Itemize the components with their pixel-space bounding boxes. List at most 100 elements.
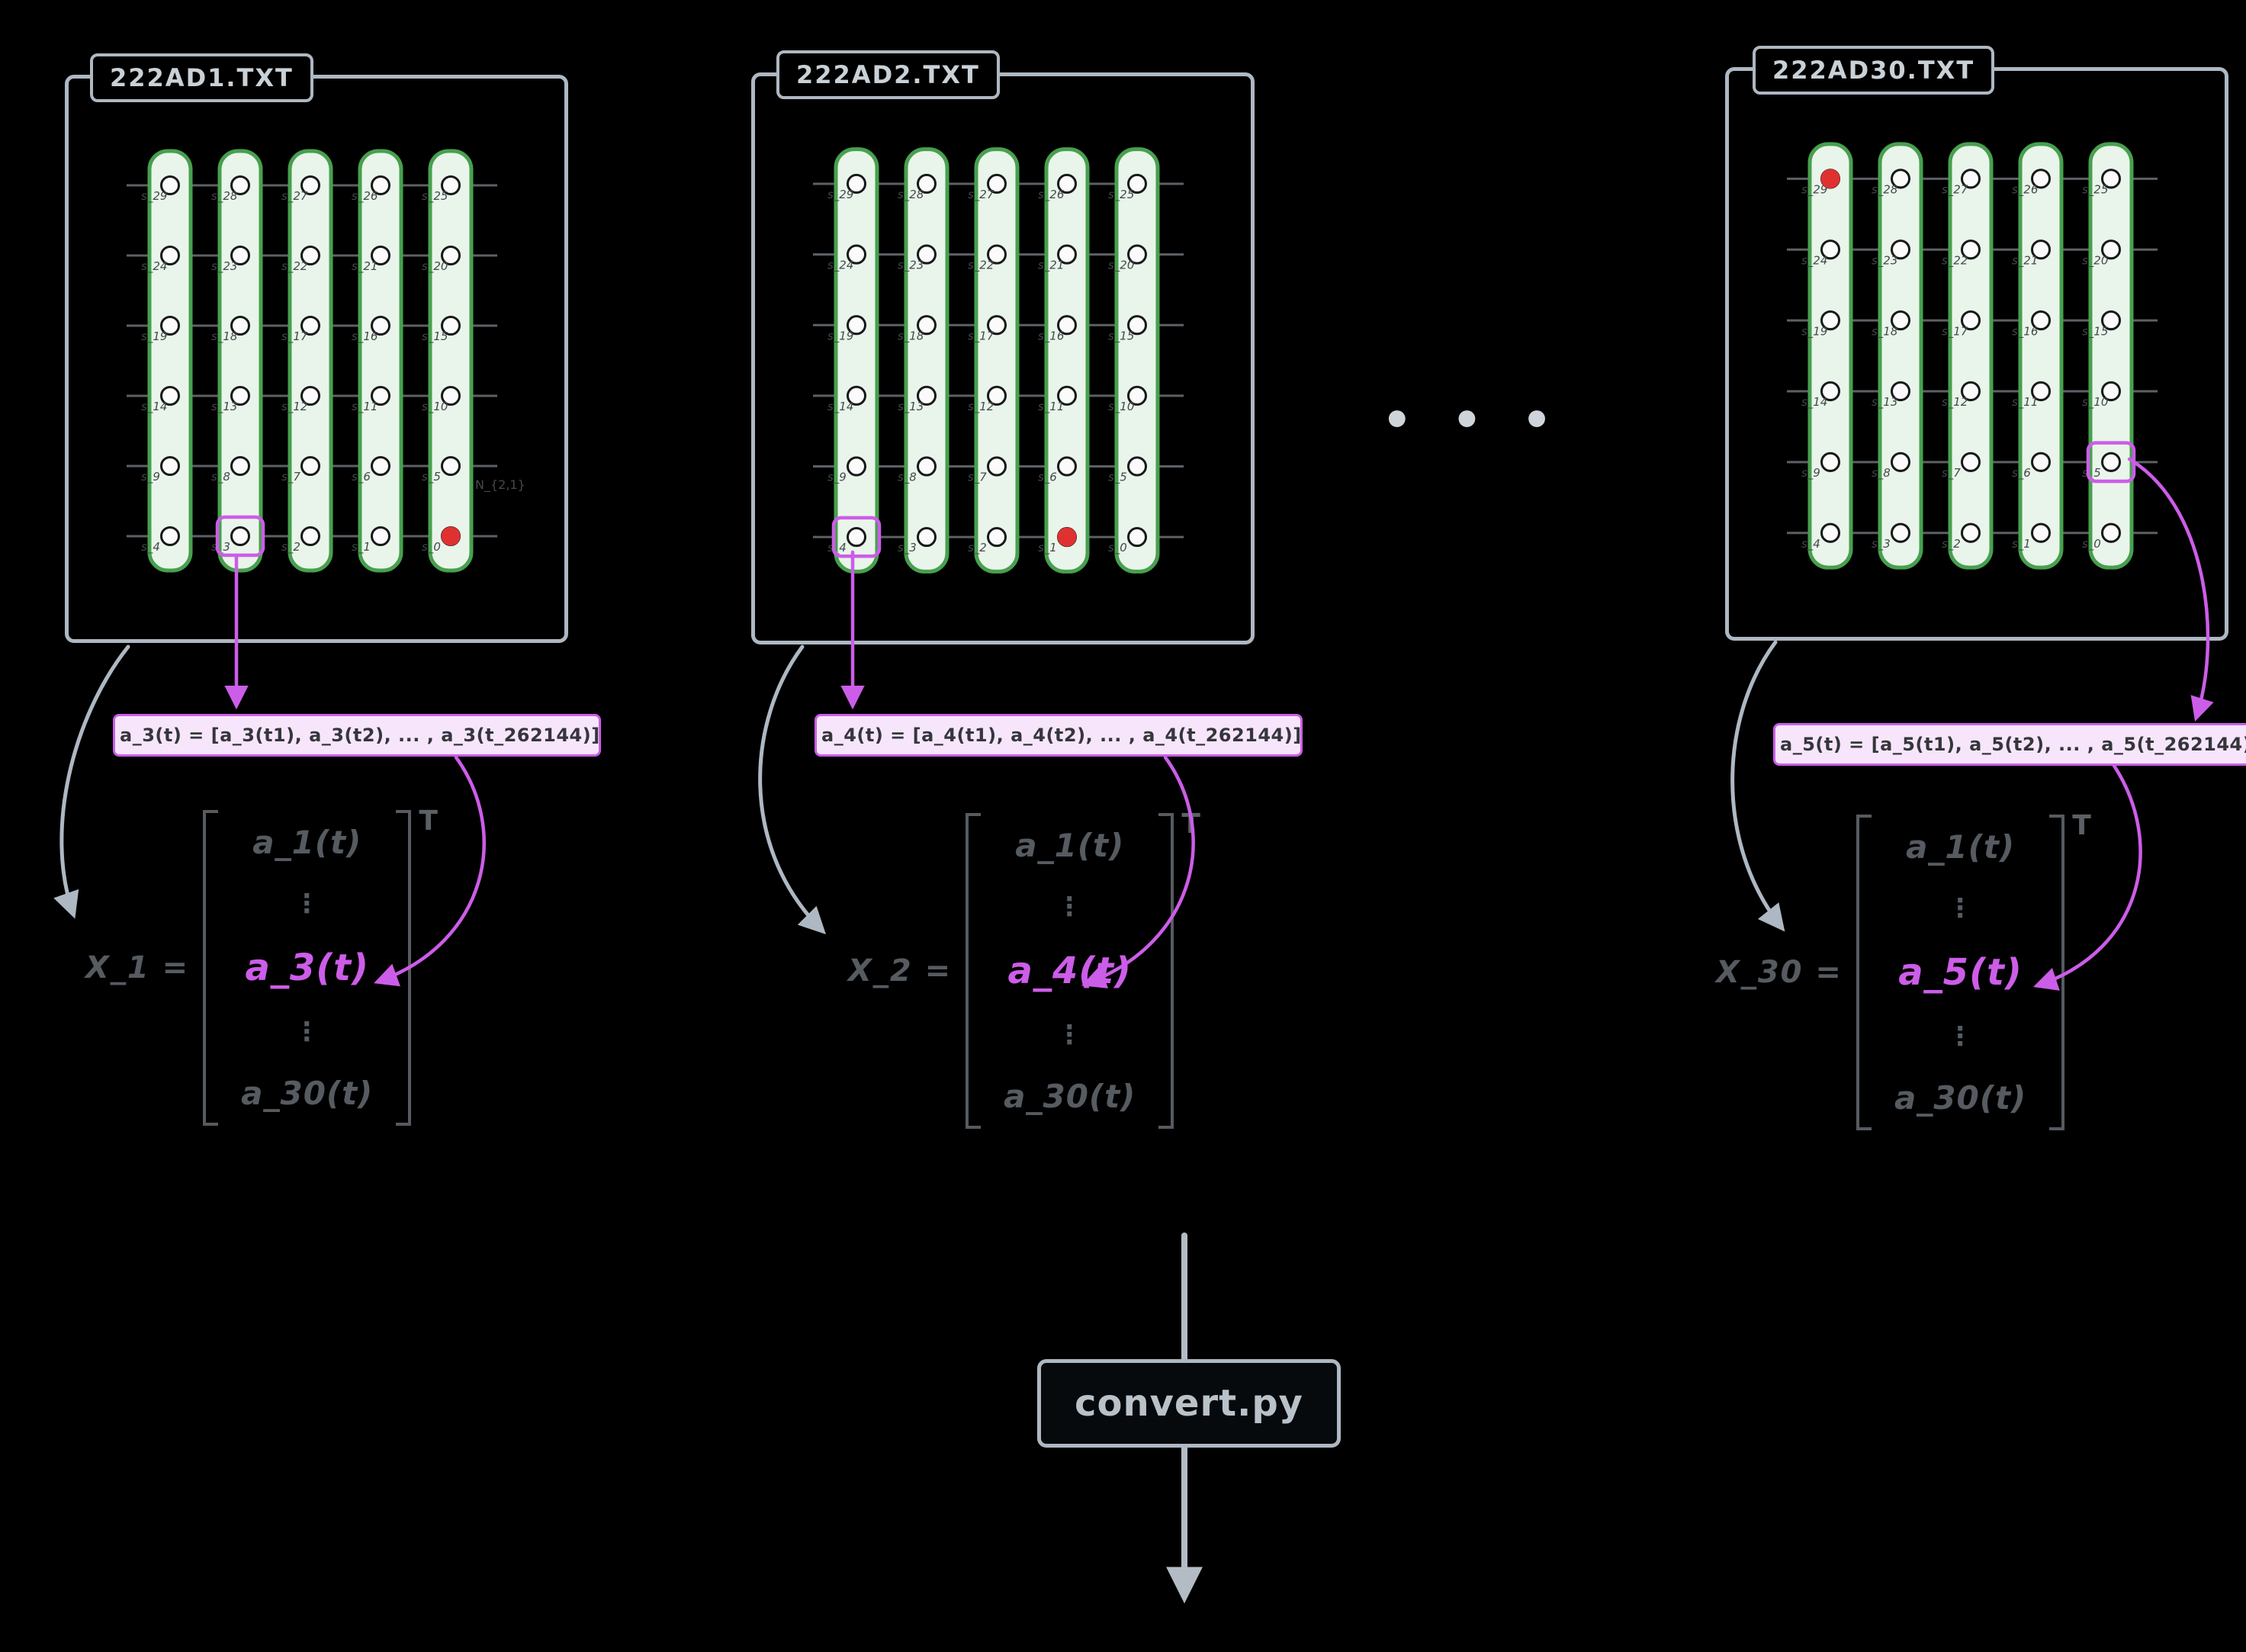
sensor-node (2101, 310, 2121, 331)
sensor-label: s_25 (422, 189, 448, 204)
sensor-node (1961, 239, 1981, 260)
electrode-column (834, 147, 879, 574)
sensor-node (160, 526, 180, 546)
sensor-node (371, 456, 390, 476)
matrix-definition: X_30 = a_1(t)⋮a_5(t)⋮a_30(t) T (1716, 810, 2091, 1130)
sensor-label: s_11 (2012, 395, 2038, 410)
matrix-row: ⋮ (1056, 1019, 1084, 1050)
sensor-label: s_7 (1942, 466, 1961, 480)
matrix-row: a_30(t) (241, 1075, 374, 1112)
electrode-column (358, 149, 403, 573)
matrix-row: ⋮ (1947, 1020, 1974, 1052)
matrix-row-highlighted: a_4(t) (1007, 950, 1133, 992)
sensor-label: s_13 (211, 400, 237, 414)
sensor-label: s_17 (281, 329, 308, 344)
sensor-node (441, 246, 461, 265)
sensor-node (2031, 239, 2051, 260)
sensor-node (441, 456, 461, 476)
sensor-label: s_21 (1038, 259, 1064, 273)
sensor-node (1057, 456, 1077, 477)
sensor-label: s_3 (898, 541, 917, 555)
sensor-node (230, 175, 250, 195)
sensor-node (1961, 310, 1981, 331)
sensor-label: s_0 (2082, 537, 2101, 551)
sensor-node (1891, 310, 1910, 331)
sensor-node (160, 175, 180, 195)
electrode-column (1878, 142, 1923, 570)
sensor-node (1057, 244, 1077, 265)
sensor-label: s_16 (352, 329, 378, 344)
sensor-node (917, 244, 937, 265)
matrix-row: ⋮ (1056, 891, 1084, 922)
selected-sensor-box (2086, 441, 2136, 484)
sensor-label: s_14 (141, 400, 167, 414)
matrix-row: a_1(t) (252, 824, 362, 861)
sensor-label: s_26 (352, 189, 378, 204)
matrix-row-highlighted: a_5(t) (1898, 951, 2023, 994)
sensor-label: s_10 (2082, 395, 2108, 410)
matrix-row: a_30(t) (1894, 1079, 2027, 1117)
sensor-node (917, 456, 937, 477)
sensor-label: s_29 (141, 189, 167, 204)
sensor-label: s_14 (827, 400, 853, 414)
sensor-node (847, 456, 866, 477)
sensor-label: s_5 (2082, 466, 2101, 480)
electrode-column (974, 147, 1020, 574)
sensor-node (230, 456, 250, 476)
sensor-node (371, 386, 390, 406)
sensor-label: s_5 (1108, 471, 1127, 485)
electrode-column (2018, 142, 2064, 570)
sensor-label: s_1 (1038, 541, 1057, 555)
sensor-label: s_6 (2012, 466, 2031, 480)
matrix-row: a_30(t) (1004, 1078, 1136, 1115)
continuation-ellipsis: ••• (1382, 392, 1592, 448)
sensor-node (2031, 522, 2051, 543)
sensor-label: s_20 (422, 259, 448, 274)
sensor-node (1127, 456, 1147, 477)
sensor-node (2031, 169, 2051, 189)
electrode-column (1114, 147, 1160, 574)
file-tab: 222AD1.TXT (90, 53, 313, 102)
sensor-label: s_23 (1872, 253, 1897, 268)
sensor-node (1961, 522, 1981, 543)
signal-vector-equation: a_5(t) = [a_5(t1), a_5(t2), ... , a_5(t_… (1773, 723, 2246, 766)
signal-vector-equation: a_4(t) = [a_4(t1), a_4(t2), ... , a_4(t_… (815, 714, 1303, 757)
sensor-label: s_2 (1942, 537, 1961, 551)
sensor-node (1820, 310, 1840, 331)
sensor-node (160, 316, 180, 336)
sensor-node (847, 244, 866, 265)
sensor-node (987, 315, 1007, 336)
matrix-left-bracket (203, 810, 219, 1126)
sensor-label: s_28 (211, 189, 237, 204)
sensor-node (1820, 381, 1840, 402)
sensor-node (1820, 239, 1840, 260)
sensor-node (160, 456, 180, 476)
sensor-node (2101, 522, 2121, 543)
sensor-label: s_20 (2082, 253, 2108, 268)
sensor-label: s_17 (968, 329, 994, 343)
sensor-label: s_9 (141, 470, 160, 484)
transpose-superscript: T (419, 805, 438, 837)
sensor-node (2031, 381, 2051, 402)
matrix-rows: a_1(t)⋮a_4(t)⋮a_30(t) (981, 813, 1158, 1129)
sensor-label: s_11 (1038, 400, 1064, 414)
sensor-label: s_18 (211, 329, 237, 344)
sensor-label: s_24 (141, 259, 167, 274)
sensor-label: s_10 (1108, 400, 1134, 414)
sensor-node (2031, 452, 2051, 472)
sensor-label: s_28 (898, 188, 924, 202)
sensor-node (371, 246, 390, 265)
sensor-node (847, 385, 866, 406)
electrode-column (288, 149, 333, 573)
sensor-node (300, 246, 320, 265)
sensor-node (1057, 173, 1077, 194)
electrode-column (217, 149, 263, 573)
matrix-variable-label: X_2 = (848, 953, 953, 988)
sensor-label: s_15 (1108, 329, 1134, 343)
file-tab: 222AD30.TXT (1753, 46, 1995, 95)
sensor-label: s_21 (2012, 253, 2038, 268)
sensor-node (1057, 526, 1077, 548)
matrix-row: ⋮ (294, 1016, 321, 1047)
